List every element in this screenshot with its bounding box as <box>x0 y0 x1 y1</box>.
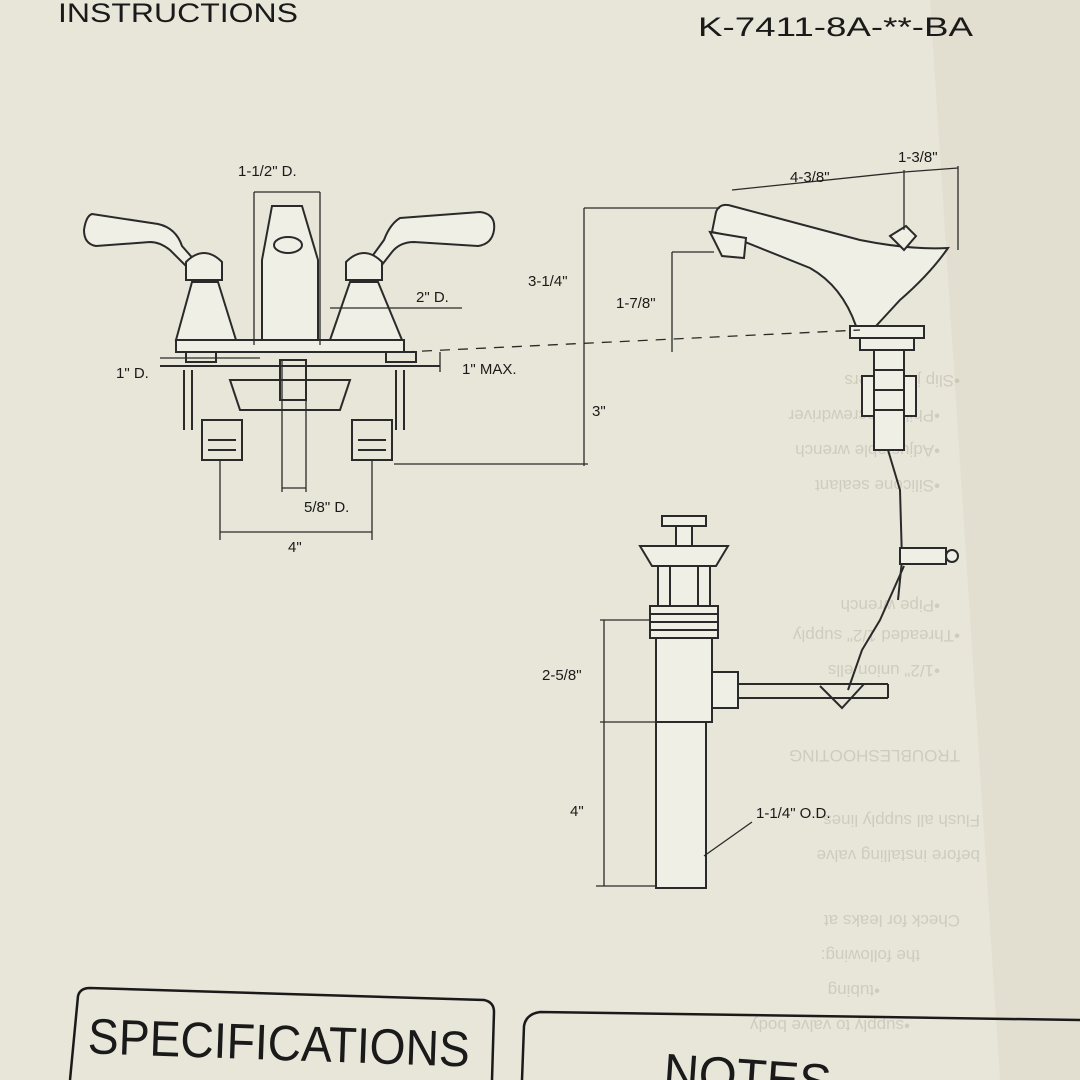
lift-linkage <box>228 379 352 411</box>
right-shank-nut <box>385 351 417 363</box>
right-handle-lever <box>366 210 496 272</box>
notes-border <box>520 1010 1080 1080</box>
side-gasket <box>859 337 915 351</box>
side-nut-right <box>903 375 917 417</box>
center-shank-diameter-label: 5/8" D. <box>304 499 349 516</box>
shank-threads <box>208 439 386 451</box>
left-shank-nut <box>185 351 217 363</box>
aerator-side <box>708 230 748 260</box>
tailpiece-od-leader <box>703 821 753 857</box>
side-base-plate <box>849 325 925 339</box>
drain-flange <box>638 545 730 567</box>
faucet-front-view <box>82 205 496 461</box>
side-view-dimensions <box>394 166 959 466</box>
tailpiece <box>655 721 707 889</box>
pivot-rod <box>847 565 905 691</box>
aerator-front <box>273 236 303 254</box>
drain-body-slots <box>669 566 699 606</box>
lift-rod-offset-label: 1-3/8" <box>898 149 938 166</box>
lift-rod-knob <box>888 224 918 252</box>
spout-reach-line <box>731 171 905 191</box>
side-shank <box>873 349 905 451</box>
specifications-border <box>68 986 496 1080</box>
svg-text:•Silicone sealant: •Silicone sealant <box>815 476 940 495</box>
deck-level-centerline <box>403 329 861 353</box>
stopper-knob <box>661 515 707 527</box>
right-handle-knob <box>345 252 383 281</box>
total-height-label: 3-1/4" <box>528 273 568 290</box>
left-mount-bolt <box>183 370 193 430</box>
tailpiece-length-label: 4" <box>570 803 584 820</box>
locknut-threads <box>650 613 718 631</box>
instructions-heading: INSTRUCTIONS <box>58 0 298 28</box>
clevis-screw <box>945 549 959 563</box>
svg-text:•supply to valve body: •supply to valve body <box>750 1016 910 1035</box>
drain-body-upper <box>657 565 711 607</box>
pivot-nut <box>711 671 739 709</box>
pivot-rod-tip <box>819 683 865 710</box>
bleed-through-text: •Slip joint pliers •Phillips screwdriver… <box>750 371 980 1035</box>
svg-text:•1/2" union ells: •1/2" union ells <box>828 661 940 680</box>
lift-rod-offset-line <box>903 167 959 173</box>
side-shank-threads <box>874 369 904 411</box>
center-spacing-label: 4" <box>288 539 302 556</box>
side-nut-left <box>861 375 875 417</box>
drain-assembly <box>638 515 889 889</box>
model-number: K-7411-8A-**-BA <box>698 12 973 42</box>
deck-plate <box>175 339 405 353</box>
svg-text:before installing valve: before installing valve <box>817 846 980 865</box>
faucet-side-view <box>708 203 959 710</box>
right-mount-bolt <box>395 370 405 430</box>
tailpiece-od-label: 1-1/4" O.D. <box>756 805 831 822</box>
shank-diameter-label: 1" D. <box>116 365 149 382</box>
stopper-stem <box>675 525 693 547</box>
svg-text:Check for leaks at: Check for leaks at <box>824 911 960 930</box>
lift-rod-vertical <box>887 449 904 601</box>
paper-fold-shadow <box>930 0 1080 1080</box>
svg-text:•Adjustable wrench: •Adjustable wrench <box>795 441 940 460</box>
specifications-box: SPECIFICATIONS <box>68 986 496 1080</box>
front-view-dimensions <box>160 191 462 540</box>
left-handle-knob <box>185 252 223 281</box>
aerator-height-label: 1-7/8" <box>616 295 656 312</box>
below-deck-label: 3" <box>592 403 606 420</box>
clevis-strap <box>899 547 947 565</box>
svg-text:•Threaded 1/2" supply: •Threaded 1/2" supply <box>793 626 960 645</box>
escutcheon-diameter-label: 2" D. <box>416 289 449 306</box>
svg-text:•tubing: •tubing <box>828 981 880 1000</box>
drain-body-lower <box>655 637 713 723</box>
svg-text:TROUBLESHOOTING: TROUBLESHOOTING <box>789 746 960 765</box>
svg-text:•Pipe wrench: •Pipe wrench <box>840 596 940 615</box>
drain-body-height-label: 2-5/8" <box>542 667 582 684</box>
spout-side <box>710 203 950 327</box>
left-handle-lever <box>82 212 198 272</box>
svg-text:the following:: the following: <box>821 946 920 965</box>
drain-dimensions <box>596 619 753 887</box>
spout-reach-label: 4-3/8" <box>790 169 830 186</box>
specifications-heading: SPECIFICATIONS <box>87 1008 471 1077</box>
deck-thickness-label: 1" MAX. <box>462 361 517 378</box>
svg-text:Flush all supply lines: Flush all supply lines <box>823 811 980 830</box>
spout-diameter-label: 1-1/2" D. <box>238 163 297 180</box>
left-supply-shank <box>201 419 243 461</box>
